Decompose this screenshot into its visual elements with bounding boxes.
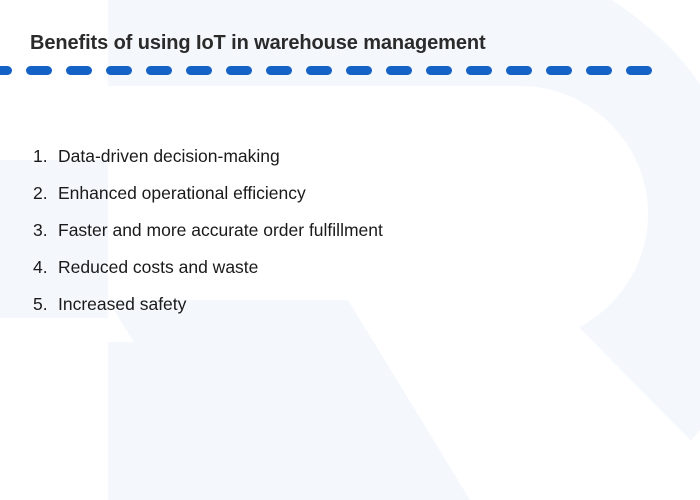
list-item-number: 4.	[33, 257, 48, 277]
divider-dash	[106, 66, 132, 75]
benefits-list: 1. Data-driven decision-making 2. Enhanc…	[33, 138, 383, 323]
list-item-number: 1.	[33, 146, 48, 166]
divider-dash	[0, 66, 12, 75]
divider-dash	[266, 66, 292, 75]
list-item-number: 2.	[33, 183, 48, 203]
divider-dash	[626, 66, 652, 75]
list-item-label: Increased safety	[58, 294, 187, 314]
list-item-label: Reduced costs and waste	[58, 257, 259, 277]
title-divider	[0, 66, 652, 75]
list-item: 3. Faster and more accurate order fulfil…	[33, 212, 383, 249]
list-item-label: Faster and more accurate order fulfillme…	[58, 220, 383, 240]
divider-dash	[426, 66, 452, 75]
divider-dash	[546, 66, 572, 75]
page-title: Benefits of using IoT in warehouse manag…	[30, 32, 486, 54]
list-item-label: Enhanced operational efficiency	[58, 183, 306, 203]
list-item-number: 5.	[33, 294, 48, 314]
list-item: 5. Increased safety	[33, 286, 383, 323]
divider-dash	[466, 66, 492, 75]
divider-dash	[66, 66, 92, 75]
list-item-label: Data-driven decision-making	[58, 146, 280, 166]
divider-dash	[186, 66, 212, 75]
list-item: 4. Reduced costs and waste	[33, 249, 383, 286]
list-item: 1. Data-driven decision-making	[33, 138, 383, 175]
divider-dash	[146, 66, 172, 75]
list-item-number: 3.	[33, 220, 48, 240]
list-item: 2. Enhanced operational efficiency	[33, 175, 383, 212]
divider-dash	[226, 66, 252, 75]
divider-dash	[506, 66, 532, 75]
divider-dash	[386, 66, 412, 75]
divider-dash	[346, 66, 372, 75]
divider-dash	[306, 66, 332, 75]
divider-dash	[586, 66, 612, 75]
divider-dash	[26, 66, 52, 75]
